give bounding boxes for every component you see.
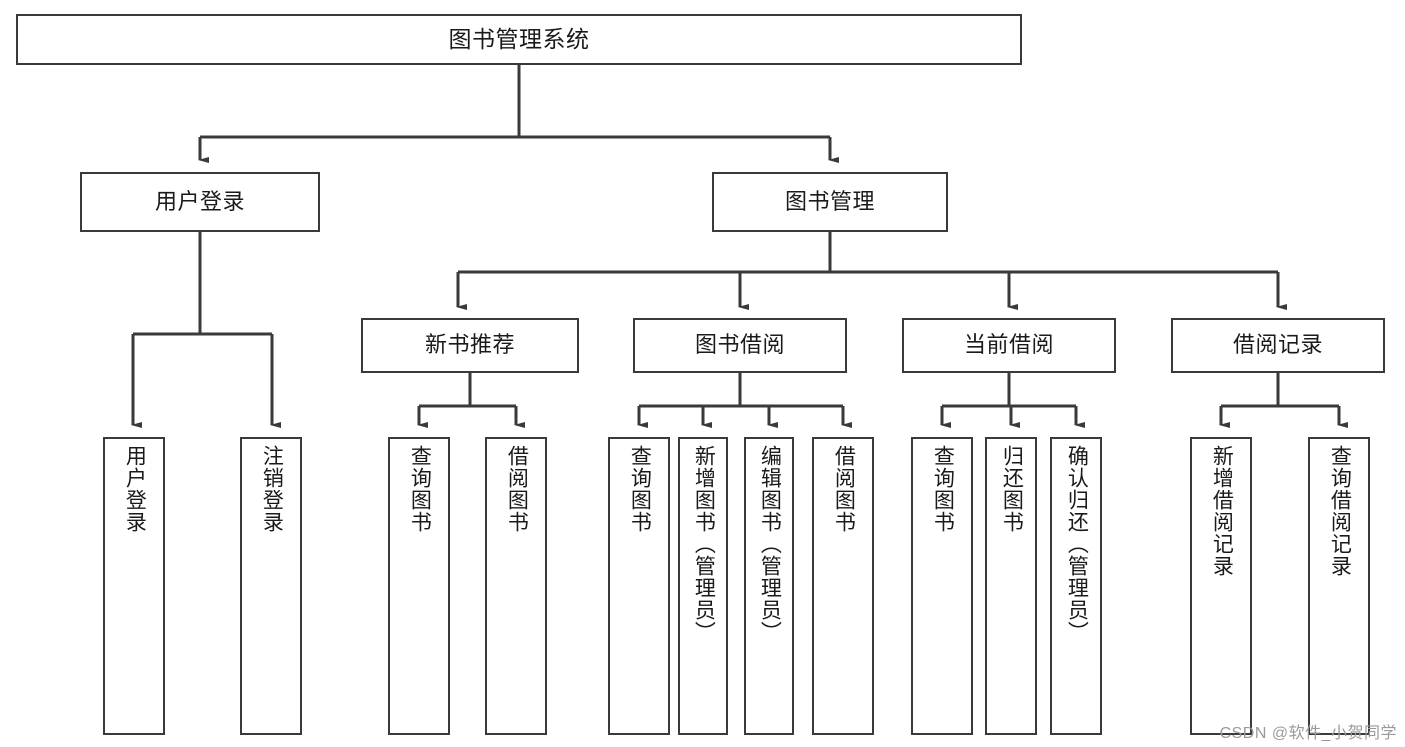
node-borrow-record[interactable]: 借阅记录 <box>1171 318 1385 373</box>
node-leaf-query-book-rec-label: 查询图书 <box>408 445 432 533</box>
node-root-label: 图书管理系统 <box>448 25 590 52</box>
node-leaf-return-book-label: 归还图书 <box>1000 445 1024 533</box>
node-leaf-user-login[interactable]: 用户登录 <box>103 437 165 735</box>
edge-book-manage-to-level3 <box>456 232 1287 310</box>
node-leaf-add-book-admin[interactable]: 新增图书（管理员） <box>678 437 728 735</box>
node-user-login[interactable]: 用户登录 <box>80 172 320 232</box>
node-borrow-record-label: 借阅记录 <box>1232 332 1323 358</box>
node-leaf-query-borrow-record-label: 查询借阅记录 <box>1328 445 1352 577</box>
node-current-borrow-label: 当前借阅 <box>963 332 1054 358</box>
node-leaf-borrow-book-rec[interactable]: 借阅图书 <box>485 437 547 735</box>
node-leaf-query-borrow-record[interactable]: 查询借阅记录 <box>1308 437 1370 735</box>
edge-current-borrow-to-leaves <box>940 373 1085 428</box>
node-leaf-user-logout[interactable]: 注销登录 <box>240 437 302 735</box>
node-new-book-rec[interactable]: 新书推荐 <box>361 318 579 373</box>
node-leaf-borrow-book-label: 借阅图书 <box>832 445 856 533</box>
node-leaf-query-book-current-label: 查询图书 <box>931 445 955 533</box>
node-leaf-add-borrow-record[interactable]: 新增借阅记录 <box>1190 437 1252 735</box>
node-leaf-query-book-rec[interactable]: 查询图书 <box>388 437 450 735</box>
node-book-borrow-label: 图书借阅 <box>694 332 785 358</box>
node-leaf-query-book-borrow-label: 查询图书 <box>628 445 652 533</box>
node-leaf-add-book-admin-label: 新增图书（管理员） <box>692 445 716 643</box>
edge-user-login-to-leaves <box>131 232 281 428</box>
edge-new-book-rec-to-leaves <box>417 373 525 428</box>
node-leaf-confirm-return-admin[interactable]: 确认归还（管理员） <box>1050 437 1102 735</box>
node-user-login-label: 用户登录 <box>154 188 245 214</box>
edge-root-to-level2 <box>198 65 839 163</box>
node-leaf-user-login-label: 用户登录 <box>123 445 147 533</box>
node-leaf-add-borrow-record-label: 新增借阅记录 <box>1210 445 1234 577</box>
edge-borrow-record-to-leaves <box>1219 373 1348 428</box>
watermark-text: CSDN @软件_小贺同学 <box>1219 725 1397 742</box>
node-new-book-rec-label: 新书推荐 <box>424 332 515 358</box>
node-root[interactable]: 图书管理系统 <box>16 14 1022 65</box>
node-leaf-edit-book-admin-label: 编辑图书（管理员） <box>758 445 782 643</box>
node-leaf-borrow-book-rec-label: 借阅图书 <box>505 445 529 533</box>
node-leaf-edit-book-admin[interactable]: 编辑图书（管理员） <box>744 437 794 735</box>
node-leaf-borrow-book[interactable]: 借阅图书 <box>812 437 874 735</box>
node-book-borrow[interactable]: 图书借阅 <box>633 318 847 373</box>
node-leaf-return-book[interactable]: 归还图书 <box>985 437 1037 735</box>
node-leaf-user-logout-label: 注销登录 <box>260 445 284 533</box>
node-book-manage[interactable]: 图书管理 <box>712 172 948 232</box>
edge-book-borrow-to-leaves <box>637 373 852 428</box>
node-leaf-query-book-current[interactable]: 查询图书 <box>911 437 973 735</box>
node-book-manage-label: 图书管理 <box>784 188 875 214</box>
node-leaf-confirm-return-admin-label: 确认归还（管理员） <box>1065 445 1089 643</box>
node-current-borrow[interactable]: 当前借阅 <box>902 318 1116 373</box>
node-leaf-query-book-borrow[interactable]: 查询图书 <box>608 437 670 735</box>
